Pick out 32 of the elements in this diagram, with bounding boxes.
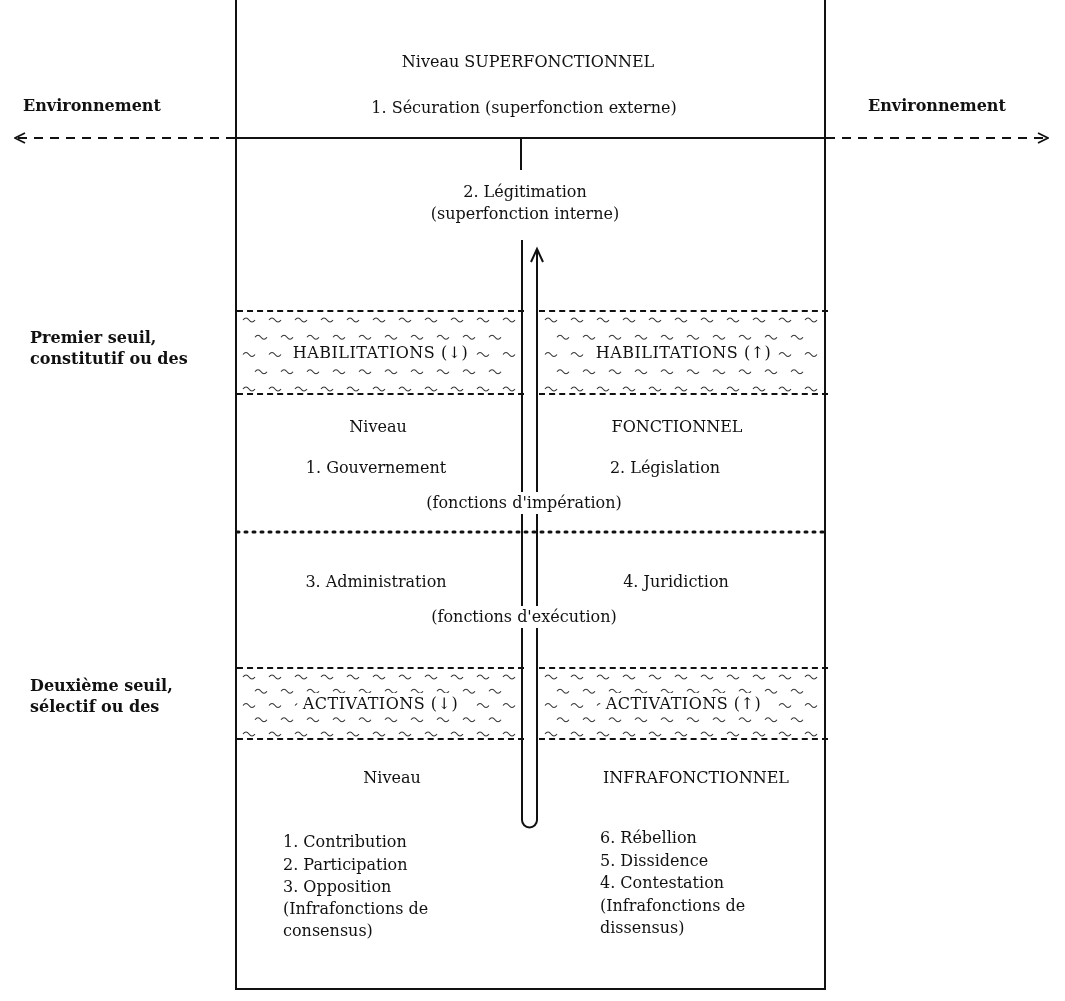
list-item: 4. Contestation	[600, 872, 725, 894]
function-text: 3. Administration	[305, 571, 447, 593]
level-heading: Niveau SUPERFONCTIONNEL	[401, 51, 655, 73]
level-heading: FONCTIONNEL	[611, 416, 743, 438]
list-item: 2. Participation	[283, 854, 408, 876]
dashed-arrow	[825, 132, 1049, 144]
function-text: 2. Légitimation (superfonction interne)	[429, 181, 621, 225]
threshold-band	[539, 667, 828, 740]
function-text: 1. Sécuration (superfonction externe)	[371, 97, 677, 119]
dashed-arrow	[14, 132, 236, 144]
level-heading: Niveau	[363, 767, 421, 789]
threshold-label: ACTIVATIONS (↓)	[296, 692, 465, 715]
function-text: 2. Législation	[609, 457, 721, 479]
threshold-label: ACTIVATIONS (↑)	[599, 692, 768, 715]
threshold-note: Deuxième seuil, sélectif ou des	[30, 675, 174, 717]
list-item: 5. Dissidence	[600, 850, 709, 872]
function-text: 4. Juridiction	[623, 571, 729, 593]
list-item: 1. Contribution	[283, 831, 407, 853]
function-group-text: (fonctions d'impération)	[426, 492, 622, 514]
threshold-band	[539, 310, 828, 395]
function-group-text: (fonctions d'exécution)	[431, 606, 617, 628]
list-item: 6. Rébellion	[600, 827, 697, 849]
threshold-band	[237, 310, 524, 395]
environment-label: Environnement	[23, 95, 161, 117]
level-heading: INFRAFONCTIONNEL	[603, 767, 789, 789]
threshold-band	[237, 667, 524, 740]
function-text: 1. Gouvernement	[305, 457, 447, 479]
system-box	[235, 0, 826, 990]
list-item: 3. Opposition	[283, 876, 392, 898]
level-heading: Niveau	[349, 416, 407, 438]
environment-label: Environnement	[868, 95, 1006, 117]
threshold-note: Premier seuil, constitutif ou des	[30, 327, 189, 369]
